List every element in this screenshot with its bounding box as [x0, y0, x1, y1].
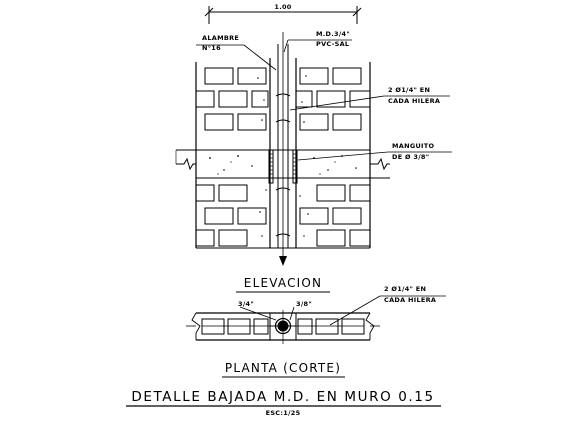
wire-label-line2: N°16 — [202, 44, 221, 52]
plan-pipe-dim: 3/4" — [238, 300, 254, 308]
coupler-label-line2: DE Ø 3/8" — [392, 153, 429, 161]
plan-rebar-label-line2: CADA HILERA — [384, 296, 436, 304]
plan-rebar-label-line1: 2 Ø1/4" EN — [384, 285, 426, 293]
width-dimension-label: 1.00 — [274, 3, 291, 11]
pipe-label-line1: M.D.3/4" — [316, 30, 350, 38]
main-title: DETALLE BAJADA M.D. EN MURO 0.15 — [131, 389, 434, 405]
concrete-fill — [209, 75, 357, 237]
elevation-wall — [175, 62, 390, 249]
plan-leaders — [239, 295, 446, 326]
downspout-pipe — [268, 32, 298, 266]
scale-label: ESC:1/25 — [266, 409, 301, 417]
coupler-hatch — [269, 153, 297, 179]
pipe-plan-fill — [277, 320, 289, 332]
plan-title: PLANTA (CORTE) — [225, 361, 341, 375]
rebar-label-line1: 2 Ø1/4" EN — [388, 86, 430, 94]
plan-coupler-dim: 3/8" — [296, 300, 312, 308]
elevation-leaders — [196, 39, 452, 161]
top-dimension — [204, 6, 362, 24]
elevation-title: ELEVACION — [244, 276, 322, 290]
coupler-label-line1: MANGUITO — [392, 142, 435, 150]
rebar-label-line2: CADA HILERA — [388, 97, 440, 105]
pipe-label-line2: PVC-SAL — [316, 40, 349, 48]
wire-label-line1: ALAMBRE — [202, 34, 239, 42]
